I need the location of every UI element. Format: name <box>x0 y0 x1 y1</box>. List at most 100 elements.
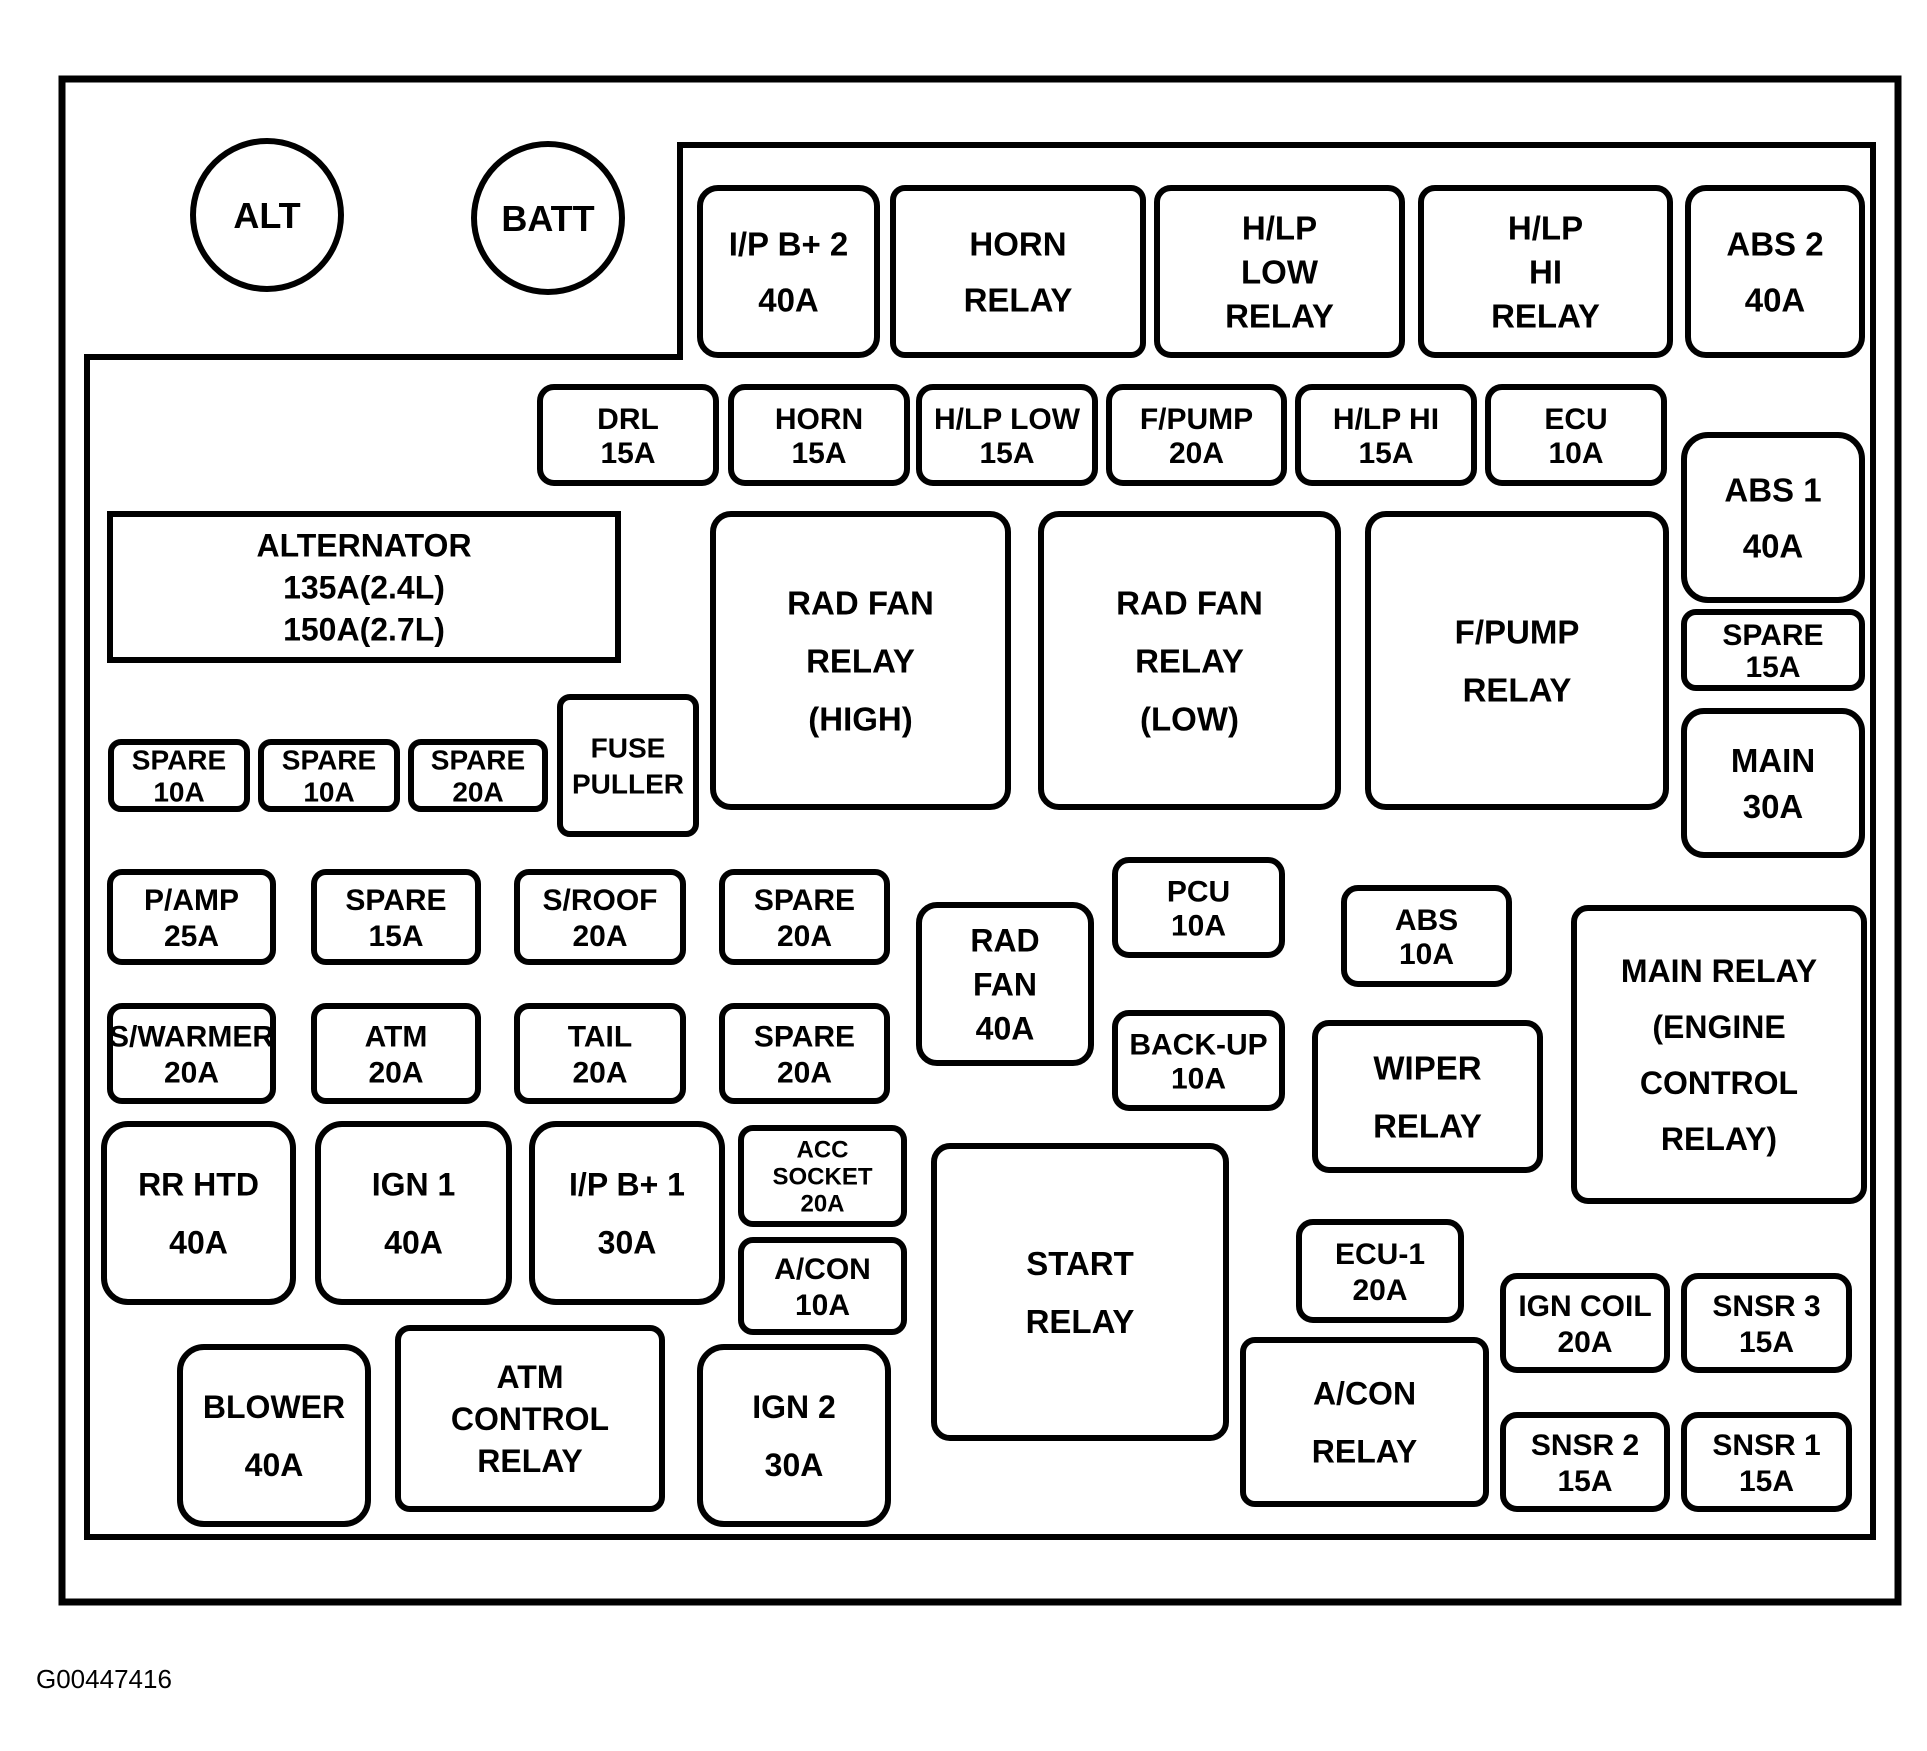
ip-b-1-label-1: I/P B+ 1 <box>569 1167 685 1203</box>
main-relay-outline <box>1571 905 1867 1204</box>
abs-10a-label-1: ABS <box>1395 904 1458 937</box>
snsr-1-outline <box>1681 1412 1852 1512</box>
main-relay-label-2: (ENGINE <box>1652 1009 1785 1045</box>
rr-htd-label-1: RR HTD <box>138 1167 259 1203</box>
fpump-relay-outline <box>1365 511 1669 810</box>
acon-relay-label-2: RELAY <box>1312 1434 1418 1470</box>
spare-10a-2-label-2: 10A <box>303 777 354 808</box>
alternator-label-3: 150A(2.7L) <box>283 612 445 648</box>
horn-relay-outline <box>890 185 1146 358</box>
alternator-outline <box>107 511 621 663</box>
atm-20a-outline <box>311 1003 481 1104</box>
batt-terminal-circle <box>471 141 625 295</box>
terminals: ALT BATT <box>190 138 625 295</box>
horn-fuse-label-1: HORN <box>775 403 863 436</box>
abs-1-label-2: 40A <box>1743 527 1804 564</box>
spare-15a-right-label-2: 15A <box>1745 651 1800 684</box>
main-30a-outline <box>1681 708 1865 858</box>
rad-fan-label-2: FAN <box>973 967 1037 1003</box>
alternator-label-1: ALTERNATOR <box>256 528 471 564</box>
spare-20a-row1-outline <box>719 869 890 965</box>
alt-terminal: ALT <box>190 138 344 292</box>
rad-fan-relay-high-label-1: RAD FAN <box>787 584 934 621</box>
batt-terminal-label: BATT <box>501 198 594 239</box>
horn-fuse-label-2: 15A <box>791 437 846 470</box>
snsr-1-label-1: SNSR 1 <box>1712 1429 1820 1462</box>
pcu-label-1: PCU <box>1167 875 1230 908</box>
ip-b-2: I/P B+ 2 40A <box>697 185 880 358</box>
blower: BLOWER 40A <box>177 1344 371 1527</box>
hlp-hi-relay-outline <box>1418 185 1673 358</box>
start-relay-outline <box>931 1143 1229 1441</box>
blower-label-1: BLOWER <box>203 1389 345 1425</box>
blower-label-2: 40A <box>245 1447 304 1483</box>
snsr-3-label-2: 15A <box>1739 1326 1794 1359</box>
horn-relay-label-1: HORN <box>969 225 1066 262</box>
ip-b-1-outline <box>529 1121 725 1305</box>
acc-socket-label-2: SOCKET <box>772 1164 872 1191</box>
fuse-box-inner-outline <box>84 142 1876 1540</box>
pcu-outline <box>1112 857 1285 958</box>
rad-fan-relay-high-outline <box>710 511 1011 810</box>
hlp-hi-relay-label-2: HI <box>1529 253 1562 290</box>
spare-20a-top-label-2: 20A <box>452 777 503 808</box>
rad-fan-relay-low-label-1: RAD FAN <box>1116 584 1263 621</box>
ecu-1-label-2: 20A <box>1352 1274 1407 1307</box>
fpump-fuse-label-2: 20A <box>1169 437 1224 470</box>
hlp-hi-fuse-outline <box>1295 384 1477 486</box>
hlp-hi-fuse-label-1: H/LP HI <box>1333 403 1439 436</box>
ign-coil-label-2: 20A <box>1557 1326 1612 1359</box>
acc-socket-label-3: 20A <box>800 1191 844 1218</box>
spare-20a-row2-outline <box>719 1003 890 1104</box>
snsr-1-label-2: 15A <box>1739 1465 1794 1498</box>
ign-coil-label-1: IGN COIL <box>1518 1290 1651 1323</box>
hlp-hi-relay-label-1: H/LP <box>1508 209 1583 246</box>
fuse-puller-label-1: FUSE <box>591 733 666 764</box>
abs-2-label-1: ABS 2 <box>1726 225 1823 262</box>
rad-fan-relay-low-label-3: (LOW) <box>1140 700 1239 737</box>
ip-b-2-label-1: I/P B+ 2 <box>729 225 849 262</box>
abs-2-label-2: 40A <box>1745 281 1806 318</box>
abs-1-outline <box>1681 432 1865 603</box>
fpump-fuse-label-1: F/PUMP <box>1140 403 1253 436</box>
spare-20a-top-label-1: SPARE <box>431 745 525 776</box>
back-up-outline <box>1112 1010 1285 1111</box>
hlp-hi-fuse-label-2: 15A <box>1358 437 1413 470</box>
sroof-label-1: S/ROOF <box>542 884 657 917</box>
fuse-puller: FUSE PULLER <box>557 694 699 837</box>
ign-1-label-1: IGN 1 <box>372 1167 456 1203</box>
main-relay-label-4: RELAY) <box>1661 1121 1777 1157</box>
fuse-puller-label-2: PULLER <box>572 769 684 800</box>
fpump-fuse-outline <box>1106 384 1287 486</box>
pamp-label-2: 25A <box>164 920 219 953</box>
spare-10a-1-outline <box>108 739 250 812</box>
acon-fuse-outline <box>738 1237 907 1335</box>
components: I/P B+ 240AHORNRELAYH/LPLOWRELAYH/LPHIRE… <box>101 185 1867 1527</box>
ip-b-2-label-2: 40A <box>758 281 819 318</box>
ign-coil-outline <box>1500 1273 1670 1373</box>
abs-2-outline <box>1685 185 1865 358</box>
ign-2-label-1: IGN 2 <box>752 1389 836 1425</box>
spare-20a-row2-label-1: SPARE <box>754 1020 855 1053</box>
swarmer-outline <box>107 1003 276 1104</box>
ign-2-outline <box>697 1344 891 1527</box>
rad-fan-relay-low-label-2: RELAY <box>1135 642 1244 679</box>
spare-15a-right-outline <box>1681 609 1865 691</box>
tail-label-2: 20A <box>572 1056 627 1089</box>
acon-relay-label-1: A/CON <box>1313 1376 1416 1412</box>
batt-terminal: BATT <box>471 141 625 295</box>
drl-outline <box>537 384 719 486</box>
